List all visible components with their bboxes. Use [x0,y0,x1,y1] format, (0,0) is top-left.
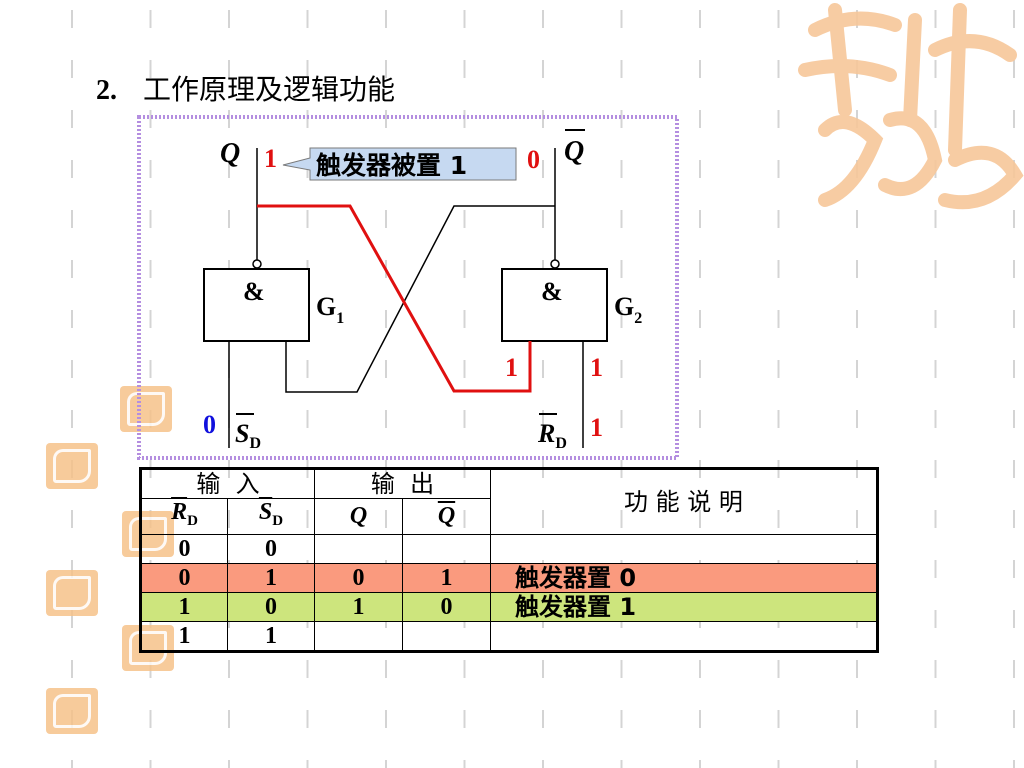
cell-q: 0 [314,562,403,593]
watermark-seal-large [798,3,1024,210]
table-row: 0 0 [139,533,879,564]
cell-qbar [402,533,491,564]
q-output-label: Q [220,138,240,169]
cell-qbar: 0 [402,591,491,622]
cell-q [314,620,403,653]
cell-function [490,620,879,653]
header-outputs: 输 出 [314,467,491,499]
watermark-seal [120,386,172,432]
g2-left-input-value: 1 [505,353,518,382]
table-row: 1 1 [139,620,879,653]
cell-sd: 1 [227,620,315,653]
section-number: 2. [96,75,117,106]
black-wires [228,148,584,448]
sd-value: 0 [203,410,216,439]
g2-and-symbol: & [541,277,563,306]
g2-right-input-value: 1 [590,353,603,382]
col-header-q: Q [314,498,403,535]
cell-function: 触发器置 1 [490,591,879,622]
rd-label: RD [537,419,567,452]
diagram-frame [137,115,679,460]
col-header-sd: SD [227,498,315,535]
table-row: 1 0 1 0 触发器置 1 [139,591,879,622]
header-inputs: 输 入 [139,467,315,499]
cell-qbar: 1 [402,562,491,593]
col-header-rd: RD [139,498,228,535]
cell-function [490,533,879,564]
gate-g1 [203,268,310,342]
cell-sd: 1 [227,562,315,593]
section-title: 工作原理及逻辑功能 [143,73,396,106]
watermark-seal [46,443,98,489]
red-feedback-wire [257,204,532,393]
col-header-qbar: Q [402,498,491,535]
page-title: 2. 工作原理及逻辑功能 [96,68,395,108]
callout-text: 触发器被置 1 [316,151,467,180]
gate-g2 [501,268,608,342]
qbar-output-label: Q [564,136,584,167]
cell-rd: 1 [139,591,228,622]
cell-sd: 0 [227,591,315,622]
g2-label: G2 [614,292,642,327]
qbar-value: 0 [527,145,540,174]
cell-q: 1 [314,591,403,622]
table-row: 0 1 0 1 触发器置 0 [139,562,879,593]
truth-table: 输 入 输 出 功 能 说 明 RD SD Q Q 0 0 0 1 0 1 触发… [139,467,879,653]
g1-output-bubble [252,259,262,269]
cell-function: 触发器置 0 [490,562,879,593]
cell-rd: 0 [139,533,228,564]
cell-qbar [402,620,491,653]
g1-and-symbol: & [243,277,265,306]
callout-box [282,147,517,181]
rd-value: 1 [590,413,603,442]
cell-rd: 1 [139,620,228,653]
watermark-seal [46,570,98,616]
cell-sd: 0 [227,533,315,564]
header-function: 功 能 说 明 [490,467,879,535]
g1-label: G1 [316,292,344,327]
sd-label: SD [235,419,261,452]
g2-output-bubble [550,259,560,269]
q-value: 1 [264,144,277,173]
cell-q [314,533,403,564]
cell-rd: 0 [139,562,228,593]
watermark-seal [46,688,98,734]
